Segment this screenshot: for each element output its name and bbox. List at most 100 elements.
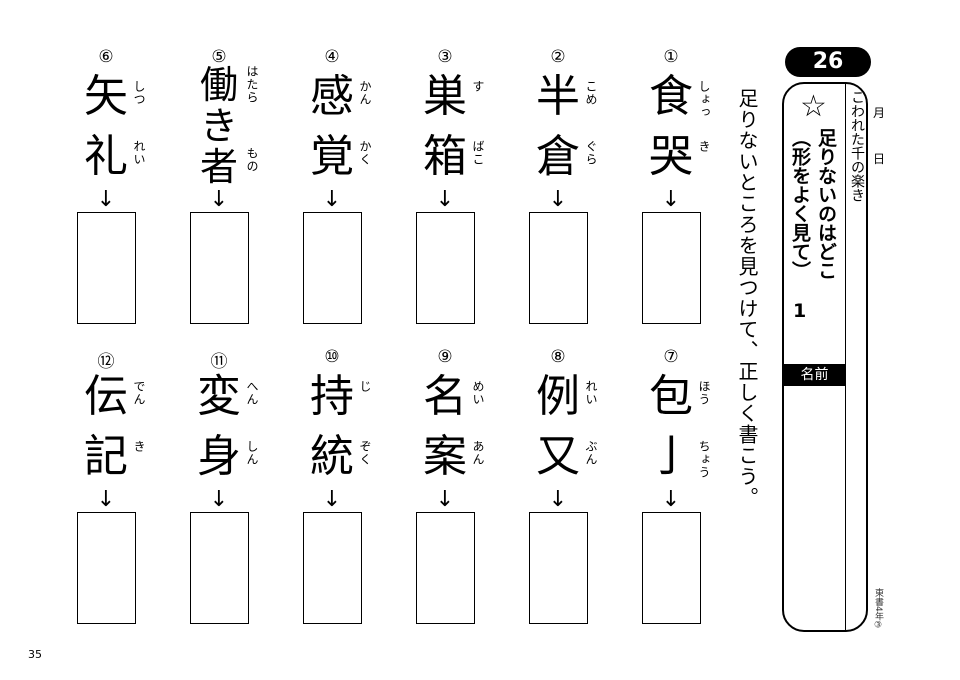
furigana: き (132, 440, 146, 453)
furigana: めい (471, 380, 485, 406)
kanji-char: 働 (199, 63, 238, 107)
kanji-char: 例 (536, 371, 580, 422)
kanji-char: き (199, 104, 238, 148)
arrow-down-icon: ↓ (96, 487, 116, 512)
part-number: 1 (793, 300, 807, 322)
arrow-down-icon: ↓ (322, 487, 342, 512)
furigana: れい (132, 140, 146, 166)
item-number: ⑧ (550, 347, 566, 367)
item-number: ① (663, 47, 679, 67)
kanji-char: 感 (310, 71, 354, 122)
instruction-text: 足りないところを見つけて、正しく書こう。 (735, 88, 759, 508)
kanji-char: 巣 (423, 71, 467, 122)
furigana: しん (245, 440, 259, 466)
arrow-down-icon: ↓ (322, 187, 342, 212)
answer-box[interactable] (77, 512, 136, 624)
panel-divider (845, 84, 846, 630)
kanji-char: 哭 (649, 131, 693, 182)
kanji-char: 持 (310, 371, 354, 422)
exercise-item: ⑥ 矢しつ礼れい ↓ (76, 47, 186, 337)
furigana: ばこ (471, 140, 485, 166)
item-number: ③ (437, 47, 453, 67)
kanji-char: 亅 (649, 431, 693, 482)
answer-box[interactable] (416, 512, 475, 624)
answer-box[interactable] (77, 212, 136, 324)
kanji-char: 者 (199, 145, 238, 189)
kanji-char: 身 (197, 431, 241, 482)
kanji-char: 礼 (84, 131, 128, 182)
furigana: れい (584, 380, 598, 406)
lesson-number-badge: 26 (785, 47, 871, 77)
answer-box[interactable] (642, 512, 701, 624)
exercise-item: ④ 感かん覚かく ↓ (302, 47, 412, 337)
furigana: はたら (245, 65, 259, 104)
kanji-char: 覚 (310, 131, 354, 182)
furigana: ぶん (584, 440, 598, 466)
exercise-item: ⑩ 持じ統ぞく ↓ (302, 347, 412, 637)
arrow-down-icon: ↓ (661, 487, 681, 512)
arrow-down-icon: ↓ (96, 187, 116, 212)
title-panel: ☆ 足りないのはどこ（形をよく見て） 1 名前 こわれた千の楽き (782, 82, 868, 632)
answer-box[interactable] (303, 512, 362, 624)
item-number: ⑫ (97, 352, 115, 372)
furigana: かく (358, 140, 372, 166)
item-number: ② (550, 47, 566, 67)
arrow-down-icon: ↓ (435, 187, 455, 212)
arrow-down-icon: ↓ (548, 487, 568, 512)
star-icon: ☆ (800, 89, 827, 124)
kanji-char: 又 (536, 431, 580, 482)
kanji-char: 記 (84, 431, 128, 482)
kanji-char: 変 (197, 371, 241, 422)
furigana: き (697, 140, 711, 153)
furigana: ぞく (358, 440, 372, 466)
kanji-char: 倉 (536, 131, 580, 182)
kanji-char: 統 (310, 431, 354, 482)
furigana: ちょう (697, 440, 711, 479)
item-number: ⑦ (663, 347, 679, 367)
item-number: ⑥ (98, 47, 114, 67)
furigana: でん (132, 380, 146, 406)
furigana: しつ (132, 80, 146, 106)
answer-box[interactable] (529, 512, 588, 624)
worksheet-title: 足りないのはどこ（形をよく見て） (789, 128, 837, 280)
answer-box[interactable] (642, 212, 701, 324)
kanji-char: 名 (423, 371, 467, 422)
item-number: ④ (324, 47, 340, 67)
item-number: ⑪ (210, 352, 228, 372)
answer-box[interactable] (529, 212, 588, 324)
kanji-char: 伝 (84, 371, 128, 422)
furigana: じ (358, 380, 372, 393)
month-label: 月 (873, 106, 886, 120)
item-number: ⑤ (211, 47, 227, 67)
answer-box[interactable] (190, 212, 249, 324)
arrow-down-icon: ↓ (435, 487, 455, 512)
kanji-char: 包 (649, 371, 693, 422)
kanji-char: 半 (536, 71, 580, 122)
furigana: かん (358, 80, 372, 106)
furigana: へん (245, 380, 259, 406)
name-label: 名前 (784, 364, 845, 386)
furigana: もの (245, 147, 259, 173)
item-number: ⑩ (324, 347, 340, 367)
arrow-down-icon: ↓ (209, 487, 229, 512)
answer-box[interactable] (303, 212, 362, 324)
furigana: す (471, 80, 485, 93)
furigana: こめ (584, 80, 598, 106)
answer-box[interactable] (190, 512, 249, 624)
kanji-char: 案 (423, 431, 467, 482)
answer-box[interactable] (416, 212, 475, 324)
unit-subtitle: こわれた千の楽き (849, 90, 865, 202)
exercise-item: ⑧ 例れい又ぶん ↓ (528, 347, 638, 637)
item-number: ⑨ (437, 347, 453, 367)
furigana: ぐら (584, 140, 598, 166)
publisher-footer: 東書4年③ (873, 588, 883, 631)
kanji-char: 矢 (84, 71, 128, 122)
